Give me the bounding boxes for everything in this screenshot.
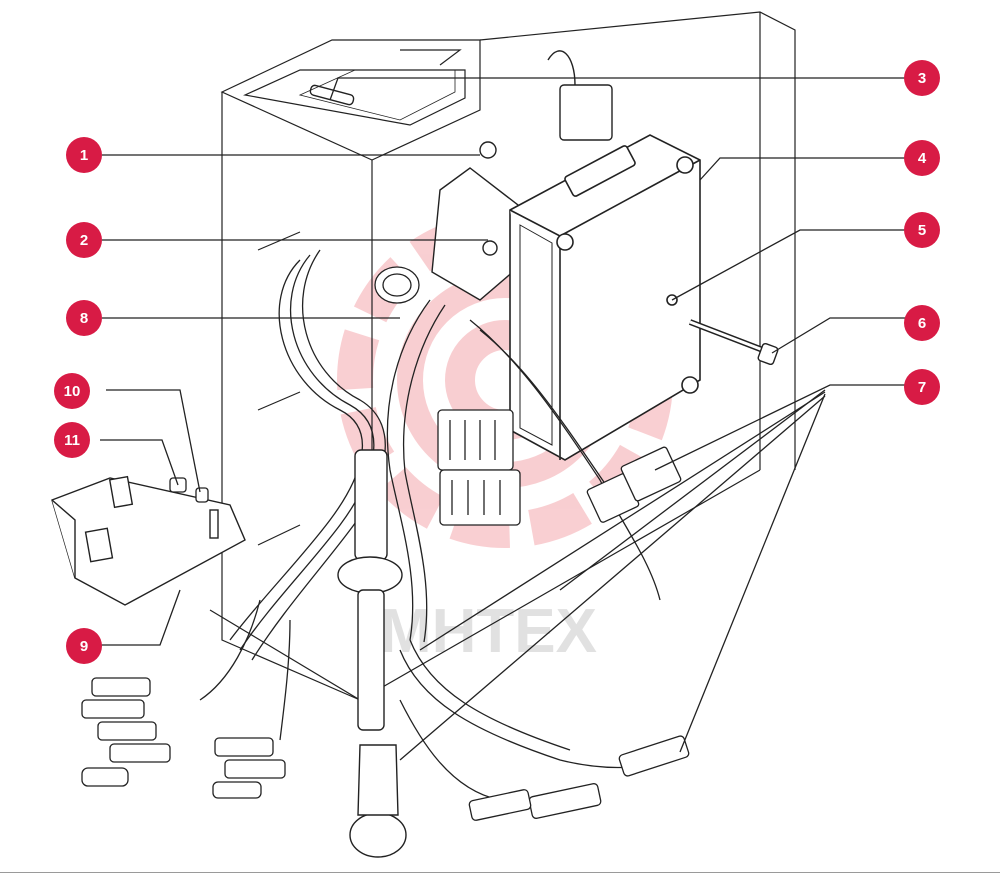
- callout-4: 4: [904, 140, 940, 176]
- leader-5: [671, 229, 905, 301]
- bracket-part: [51, 475, 246, 606]
- callout-3: 3: [904, 60, 940, 96]
- connector-block: [437, 409, 521, 526]
- left-connector-cluster: [81, 677, 286, 799]
- leader-9: [100, 589, 181, 646]
- callout-2: 2: [66, 222, 102, 258]
- leader-7e: [399, 395, 826, 761]
- callout-11: 11: [54, 422, 90, 458]
- callout-8: 8: [66, 300, 102, 336]
- leader-7d: [679, 393, 826, 753]
- leader-7a: [654, 384, 905, 471]
- callout-5: 5: [904, 212, 940, 248]
- right-connectors: [468, 446, 690, 821]
- bottom-divider: [0, 872, 1000, 873]
- leader-7b: [559, 389, 826, 591]
- control-unit: [509, 134, 701, 461]
- callout-1: 1: [66, 137, 102, 173]
- round-connector: [374, 266, 420, 304]
- leader-10: [106, 389, 201, 493]
- top-connector: [547, 50, 613, 141]
- leader-6: [771, 317, 905, 354]
- leader-11: [100, 439, 179, 486]
- callout-6: 6: [904, 305, 940, 341]
- leader-lines: [100, 77, 905, 761]
- mounting-plate: [431, 141, 519, 301]
- watermark-text: MHTEX: [380, 597, 597, 666]
- callout-9: 9: [66, 628, 102, 664]
- cable-grommet: [337, 449, 407, 858]
- callout-10: 10: [54, 373, 90, 409]
- callout-7: 7: [904, 369, 940, 405]
- long-bolt: [688, 319, 779, 366]
- leader-4: [699, 157, 905, 181]
- leader-7c: [419, 391, 826, 651]
- leader-3: [329, 77, 905, 101]
- wiring-harness: [199, 249, 661, 801]
